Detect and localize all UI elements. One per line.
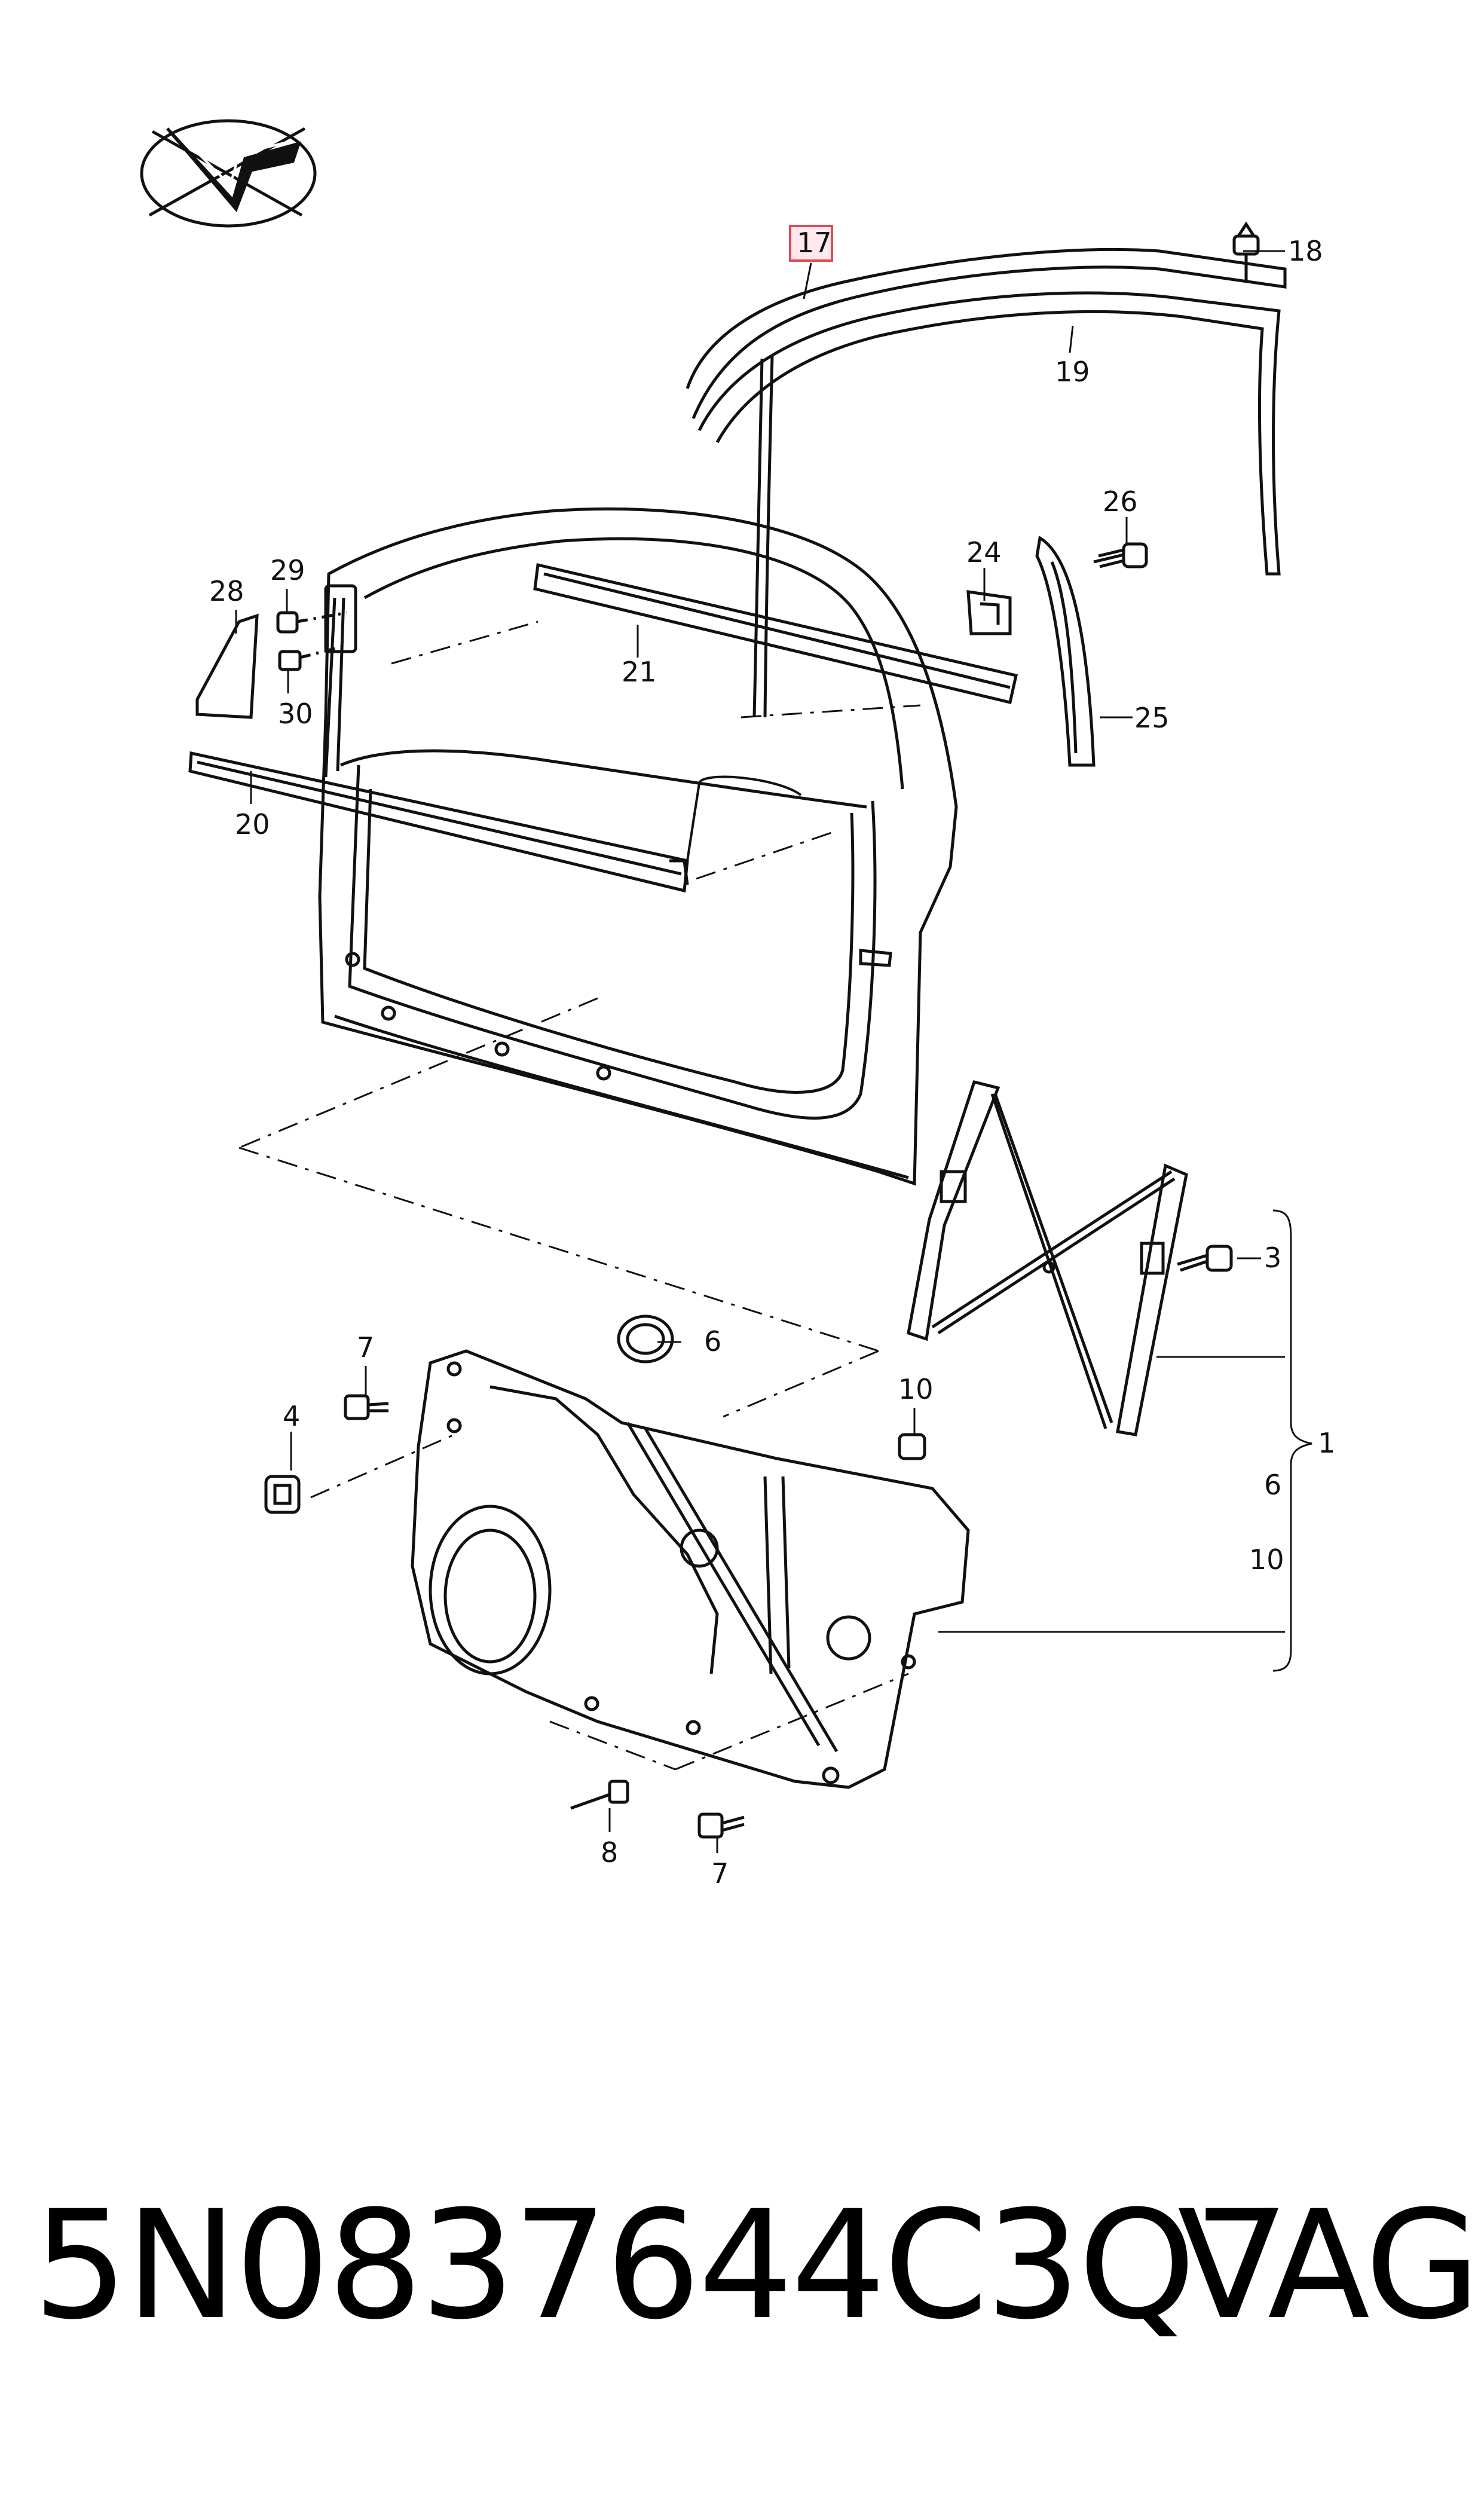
callout-7-lower: 7 bbox=[711, 1857, 729, 1890]
callout-17: 17 bbox=[797, 227, 832, 259]
door-panel bbox=[318, 507, 958, 1186]
callout-1: 1 bbox=[1318, 1427, 1335, 1459]
rivet-8 bbox=[570, 1780, 629, 1810]
callout-18: 18 bbox=[1288, 235, 1323, 267]
orientation-logo bbox=[140, 119, 317, 228]
callout-29: 29 bbox=[270, 554, 305, 586]
nut-29 bbox=[276, 611, 347, 634]
callout-4: 4 bbox=[283, 1400, 300, 1432]
mirror-cover bbox=[195, 613, 259, 719]
screw-26 bbox=[1093, 542, 1148, 568]
callout-labels: 17 18 19 26 24 29 28 21 30 25 20 3 6 7 1… bbox=[209, 227, 1335, 1890]
callout-10-list: 10 bbox=[1249, 1543, 1284, 1576]
callout-20: 20 bbox=[235, 808, 270, 840]
window-regulator bbox=[907, 1080, 1188, 1436]
parts-diagram: 17 18 19 26 24 29 28 21 30 25 20 3 6 7 1… bbox=[140, 119, 1335, 1890]
bracket-24 bbox=[966, 590, 1012, 635]
callout-6-list: 6 bbox=[1264, 1469, 1281, 1501]
clip-18 bbox=[1232, 221, 1260, 281]
callout-10-grommet: 10 bbox=[898, 1373, 934, 1405]
screw-3 bbox=[1177, 1245, 1233, 1272]
part-number-footer: 5N0837644C3Q7 VAG bbox=[33, 2176, 1480, 2355]
window-frame-trim bbox=[686, 247, 1287, 718]
callout-25: 25 bbox=[1134, 702, 1170, 734]
callout-17-highlight bbox=[789, 225, 833, 262]
leader-lines bbox=[235, 250, 1312, 1853]
part-number: 5N0837644C3Q7 bbox=[33, 2178, 1289, 2352]
callout-30: 30 bbox=[278, 698, 313, 730]
callout-26: 26 bbox=[1103, 485, 1138, 518]
grommet-10 bbox=[898, 1433, 926, 1460]
callout-6-grommet: 6 bbox=[704, 1325, 721, 1358]
outer-belt-moulding bbox=[188, 751, 689, 893]
assembly-lines bbox=[238, 620, 921, 1771]
bolt-7-upper bbox=[344, 1394, 389, 1420]
callout-24: 24 bbox=[966, 536, 1002, 568]
callout-8: 8 bbox=[601, 1836, 618, 1869]
callout-28: 28 bbox=[209, 575, 244, 607]
grommet-6 bbox=[617, 1314, 674, 1364]
guide-rail bbox=[1035, 535, 1096, 767]
clip-30 bbox=[278, 644, 347, 671]
bolt-7-lower bbox=[697, 1812, 745, 1839]
speaker-mount-4 bbox=[264, 1475, 301, 1514]
callout-7-upper: 7 bbox=[357, 1331, 374, 1364]
callout-3: 3 bbox=[1264, 1242, 1281, 1274]
callout-19: 19 bbox=[1055, 356, 1090, 388]
callout-21: 21 bbox=[622, 656, 657, 688]
inner-belt-seal bbox=[533, 562, 1018, 705]
brand-label: VAG bbox=[1177, 2178, 1480, 2352]
assembly-carrier bbox=[411, 1349, 970, 1789]
